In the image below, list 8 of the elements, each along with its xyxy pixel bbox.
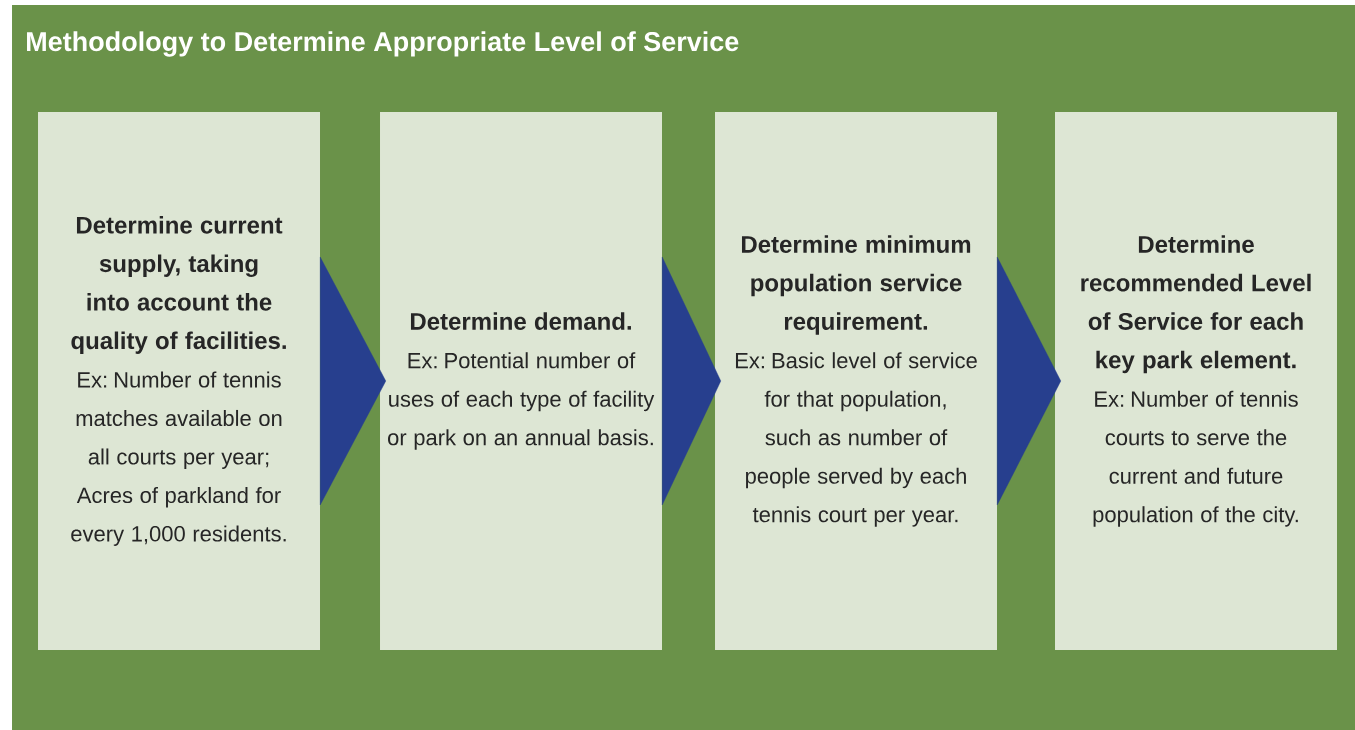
chevron-arrow [997, 256, 1061, 506]
step-box: Determine minimum population service requirement. Ex: Basic level of service for that population, such as number of people served by each tennis court per year. [715, 112, 997, 650]
title: Methodology to Determine Appropriate Level of Service [27, 31, 739, 57]
chevron-arrow [662, 256, 721, 506]
step-box: Determine demand. Ex: Potential number of uses of each type of facility or park on an annual basis. [380, 112, 662, 650]
chevron-arrow [320, 256, 386, 506]
step-box: Determine current supply, taking into account the quality of facilities. Ex: Number of tennis matches available on all courts per year; Acres of parkland for every 1,000 residents. [38, 112, 320, 650]
step-box: Determine recommended Level of Service for each key park element. Ex: Number of tennis courts to serve the current and future population of the city. [1055, 112, 1337, 650]
